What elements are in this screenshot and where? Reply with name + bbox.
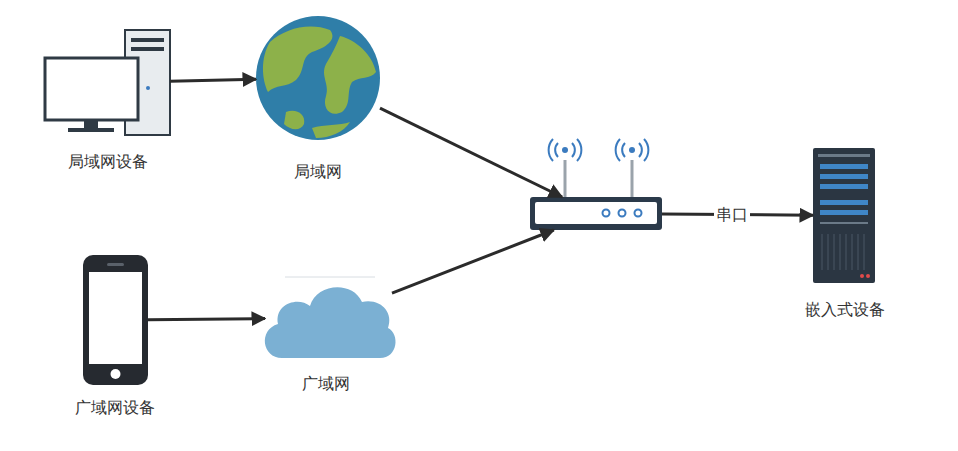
- lan-network-node: 局域网: [256, 16, 380, 140]
- embedded-device-node: 嵌入式设备: [813, 148, 875, 283]
- node-label: 嵌入式设备: [805, 300, 885, 320]
- node-label: 广域网设备: [75, 398, 155, 418]
- arrow-connector: [392, 230, 554, 293]
- router-node: [530, 197, 662, 230]
- lan-device-node: 局域网设备: [45, 30, 170, 135]
- phone-icon: [83, 255, 148, 385]
- node-label: 局域网设备: [68, 152, 148, 172]
- wan-network-node: 广域网: [265, 278, 392, 358]
- cloud-icon: [265, 277, 396, 358]
- computer-icon: [45, 30, 170, 135]
- edge-label: 串口: [714, 205, 750, 225]
- server-icon: [813, 148, 875, 283]
- globe-icon: [256, 16, 380, 140]
- router-icon: [530, 139, 662, 230]
- node-label: 局域网: [294, 162, 342, 182]
- arrow-connector: [170, 79, 256, 81]
- arrow-connector: [148, 319, 265, 320]
- node-label: 广域网: [302, 374, 350, 394]
- wan-device-node: 广域网设备: [83, 255, 148, 385]
- arrow-connector: [380, 108, 562, 197]
